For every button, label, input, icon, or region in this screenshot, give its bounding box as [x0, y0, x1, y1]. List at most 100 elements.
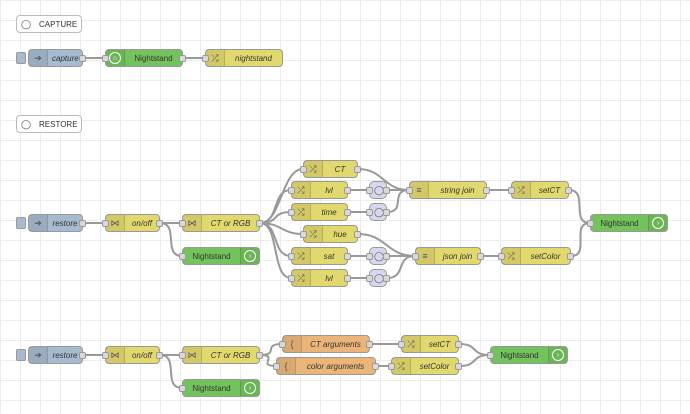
output-port[interactable]: [256, 352, 263, 359]
change-node-lvl[interactable]: ⤮ lvl: [288, 181, 351, 199]
change-node-ct[interactable]: ⤮ CT: [300, 160, 361, 178]
output-port[interactable]: [366, 341, 373, 348]
output-port[interactable]: [567, 253, 574, 260]
input-port[interactable]: [288, 209, 295, 216]
input-port[interactable]: [366, 187, 373, 194]
switch-node-ct-or-rgb-2[interactable]: ⋈ CT or RGB: [179, 346, 263, 364]
change-node-hue[interactable]: ⤮ hue: [300, 225, 361, 243]
rbe-filter-node[interactable]: ◯: [366, 203, 390, 221]
input-port[interactable]: [388, 363, 395, 370]
change-node-setcolor[interactable]: ⤮ setColor: [498, 247, 574, 265]
inject-button[interactable]: [16, 217, 26, 229]
output-port[interactable]: [383, 209, 390, 216]
input-port[interactable]: [102, 55, 109, 62]
input-port[interactable]: [366, 209, 373, 216]
change-node-time[interactable]: ⤮ time: [288, 203, 351, 221]
wire-n_r2_setct-n_r2_out[interactable]: [458, 343, 491, 356]
change-node-nightstand[interactable]: ⤮ nightstand: [202, 49, 283, 67]
switch-node-onoff[interactable]: ⋈ on/off: [102, 214, 163, 232]
template-node-ct-arguments[interactable]: { CT arguments: [279, 335, 373, 353]
output-port[interactable]: [79, 220, 86, 227]
input-port[interactable]: [179, 220, 186, 227]
input-port[interactable]: [366, 275, 373, 282]
change-node-sat[interactable]: ⤮ sat: [288, 247, 351, 265]
inject-node-restore[interactable]: ➔ restore: [16, 214, 86, 232]
output-port[interactable]: [383, 253, 390, 260]
output-port[interactable]: [179, 55, 186, 62]
output-port[interactable]: [344, 275, 351, 282]
output-port[interactable]: [156, 220, 163, 227]
input-port[interactable]: [288, 253, 295, 260]
switch-node-ct-or-rgb[interactable]: ⋈ CT or RGB: [179, 214, 263, 232]
input-port[interactable]: [102, 220, 109, 227]
template-node-color-arguments[interactable]: { color arguments: [273, 357, 379, 375]
wire-n_r2_setcol-n_r2_out[interactable]: [458, 354, 491, 367]
input-port[interactable]: [288, 275, 295, 282]
input-port[interactable]: [398, 341, 405, 348]
wire-n_setcol-n_r_out[interactable]: [570, 222, 591, 257]
input-port[interactable]: [288, 187, 295, 194]
comment-restore[interactable]: ◯ RESTORE: [16, 115, 82, 133]
output-port[interactable]: [455, 363, 462, 370]
inject-button[interactable]: [16, 52, 26, 64]
change-node-setct-2[interactable]: ⤮ setCT: [398, 335, 462, 353]
change-node-lvl[interactable]: ⤮ lvl: [288, 269, 351, 287]
output-port[interactable]: [156, 352, 163, 359]
input-port[interactable]: [498, 253, 505, 260]
input-port[interactable]: [102, 352, 109, 359]
output-port[interactable]: [455, 341, 462, 348]
wire-n_r_onoff-n_r_ha[interactable]: [159, 222, 183, 257]
input-port[interactable]: [179, 385, 186, 392]
switch-node-onoff-2[interactable]: ⋈ on/off: [102, 346, 163, 364]
join-node-string-join[interactable]: ≡ string join: [406, 181, 490, 199]
output-port[interactable]: [383, 275, 390, 282]
input-port[interactable]: [273, 363, 280, 370]
output-port[interactable]: [344, 209, 351, 216]
ha-call-node-nightstand-output-2[interactable]: Nightstand ›: [487, 346, 568, 364]
output-port[interactable]: [565, 187, 572, 194]
input-port[interactable]: [587, 220, 594, 227]
comment-capture[interactable]: ◯ CAPTURE: [16, 15, 82, 33]
output-port[interactable]: [344, 253, 351, 260]
output-port[interactable]: [79, 55, 86, 62]
input-port[interactable]: [202, 55, 209, 62]
ha-call-node-nightstand-output[interactable]: Nightstand ›: [587, 214, 668, 232]
input-port[interactable]: [406, 187, 413, 194]
output-port[interactable]: [79, 352, 86, 359]
inject-node-restore-2[interactable]: ➔ restore: [16, 346, 86, 364]
input-port[interactable]: [279, 341, 286, 348]
inject-button[interactable]: [16, 349, 26, 361]
output-port[interactable]: [477, 253, 484, 260]
inject-node-capture[interactable]: ➔ capture: [16, 49, 86, 67]
input-port[interactable]: [300, 166, 307, 173]
output-port[interactable]: [344, 187, 351, 194]
rbe-filter-node[interactable]: ◯: [366, 247, 390, 265]
input-port[interactable]: [179, 253, 186, 260]
output-port[interactable]: [256, 220, 263, 227]
rbe-filter-node[interactable]: ◯: [366, 181, 390, 199]
input-port[interactable]: [179, 352, 186, 359]
rbe-filter-node[interactable]: ◯: [366, 269, 390, 287]
wire-n_rbe2-n_sjoin[interactable]: [386, 189, 410, 213]
wire-n_rbe4-n_jjoin[interactable]: [386, 255, 416, 279]
output-port[interactable]: [372, 363, 379, 370]
ha-call-node-nightstand[interactable]: Nightstand ›: [179, 247, 260, 265]
join-node-json-join[interactable]: ≡ json join: [412, 247, 484, 265]
input-port[interactable]: [366, 253, 373, 260]
wire-n_r2_sw-n_r2_colargs[interactable]: [259, 354, 277, 367]
output-port[interactable]: [483, 187, 490, 194]
change-node-setct[interactable]: ⤮ setCT: [508, 181, 572, 199]
input-port[interactable]: [508, 187, 515, 194]
input-port[interactable]: [487, 352, 494, 359]
output-port[interactable]: [354, 231, 361, 238]
wire-n_r_sw-n_r_lvl2[interactable]: [259, 222, 292, 279]
change-node-setcolor-2[interactable]: ⤮ setColor: [388, 357, 462, 375]
wire-n_setct-n_r_out[interactable]: [568, 189, 591, 224]
ha-call-node-nightstand-2[interactable]: Nightstand ›: [179, 379, 260, 397]
input-port[interactable]: [300, 231, 307, 238]
ha-get-node-nightstand[interactable]: ⌂ Nightstand: [102, 49, 186, 67]
wire-n_r2_onoff-n_r2_ha[interactable]: [159, 354, 183, 389]
output-port[interactable]: [354, 166, 361, 173]
output-port[interactable]: [383, 187, 390, 194]
input-port[interactable]: [412, 253, 419, 260]
